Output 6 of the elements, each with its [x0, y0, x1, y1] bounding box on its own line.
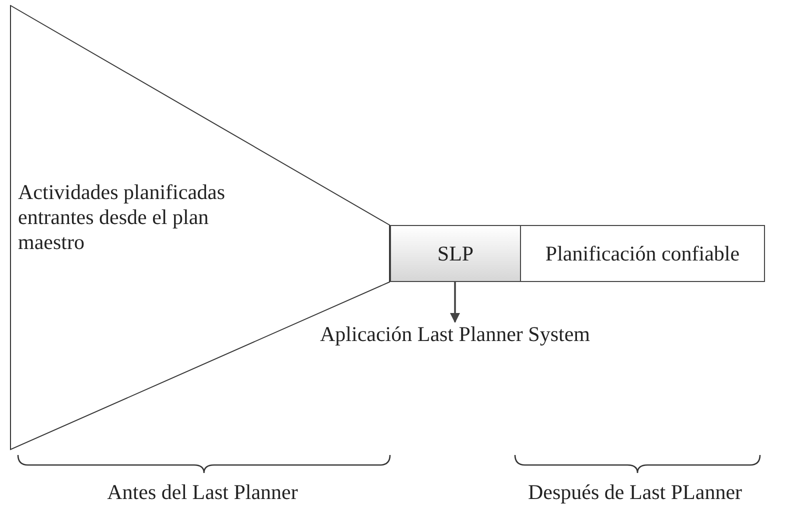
node-text: Aplicación Last Planner System — [300, 322, 610, 382]
arrow — [450, 282, 460, 323]
caption-text: Antes del Last Planner — [106, 480, 299, 505]
process-box: Planificación confiable — [521, 225, 765, 282]
process-box: SLP — [390, 225, 521, 282]
caption-text: Después de Last PLanner — [526, 480, 744, 505]
